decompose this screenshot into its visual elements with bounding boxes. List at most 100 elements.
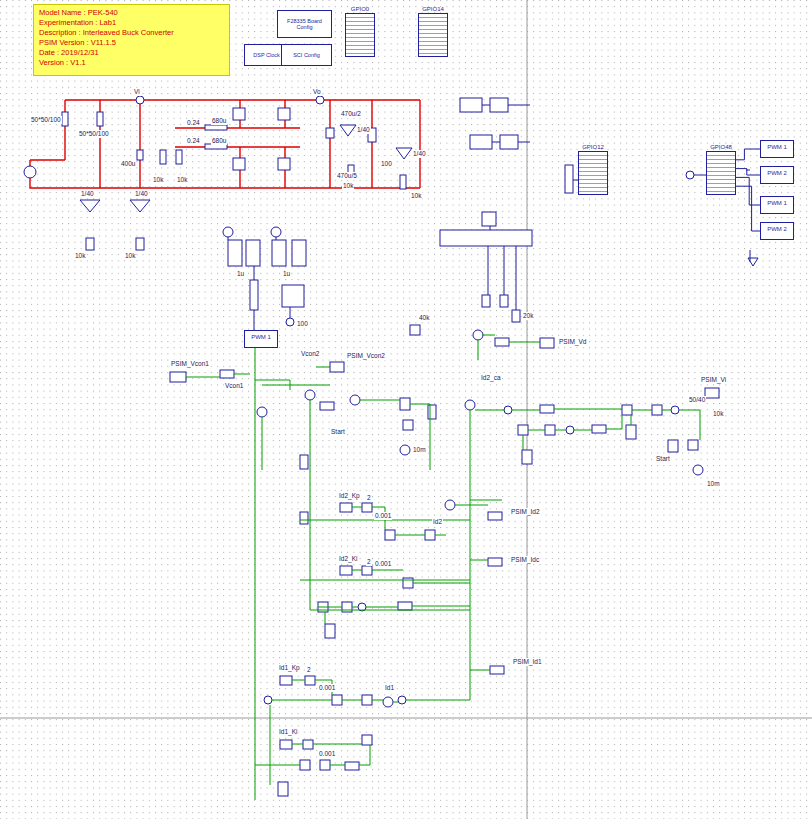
part-label: 10k: [176, 176, 188, 184]
pwm-block: PWM 2: [760, 166, 794, 184]
summer-symbol: [350, 395, 360, 405]
part-label: 0.24: [186, 119, 201, 127]
gate-driver: [272, 240, 286, 266]
resistor-symbol: [86, 238, 94, 250]
part-label: 0.001: [318, 750, 336, 758]
gate-driver: [292, 240, 306, 266]
config-block: SCI Config: [281, 44, 332, 66]
dsp-chip: [440, 230, 532, 246]
dc-source: [340, 503, 352, 512]
capacitor-symbol: [326, 128, 334, 138]
output-block: [330, 362, 344, 372]
gain-block: [398, 602, 412, 610]
resistor-symbol: [62, 112, 68, 126]
gain-block: [592, 425, 606, 433]
integrator-block: [518, 425, 528, 435]
part-label: 470u/2: [340, 110, 362, 118]
output-block: [540, 338, 554, 348]
part-label: 1/40: [80, 190, 95, 198]
node-text: Description : Interleaved Buck Converter: [39, 28, 224, 38]
part-label: Vi: [133, 88, 141, 96]
chip-body: [418, 13, 448, 57]
voltage-probe: [316, 96, 324, 104]
pwm-block: PWM 1: [760, 140, 794, 158]
capacitor-symbol: [137, 150, 143, 160]
part-label: 10k: [152, 176, 164, 184]
part-label: 0.001: [318, 684, 336, 692]
resistor-symbol: [160, 150, 166, 164]
part-label: 20k: [522, 312, 534, 320]
part-label: 2: [366, 494, 372, 502]
gain-block: [320, 402, 334, 410]
sensor-gain: [80, 200, 100, 212]
chip-title: GPIO48: [706, 143, 736, 151]
part-label: PSIM_Vi: [700, 376, 727, 384]
gate-driver: [228, 240, 242, 266]
multiplier-block: [332, 695, 342, 705]
title-block: Model Name : PEK-540Experimentation : La…: [33, 4, 230, 76]
connector-wire: [736, 149, 760, 160]
part-label: Vcon2: [300, 350, 320, 358]
connector-wire: [736, 186, 760, 231]
multiplier-block: [362, 735, 372, 745]
probe-symbol: [286, 318, 294, 326]
dc-source: [668, 440, 678, 452]
integrator-block: [320, 760, 330, 770]
integrator-block: [300, 760, 310, 770]
dc-source: [280, 676, 292, 685]
part-label: 1/40: [134, 190, 149, 198]
summer-symbol: [671, 406, 679, 414]
probe-symbol: [223, 227, 233, 237]
multiplier-block: [385, 530, 395, 540]
multiplier-block: [425, 530, 435, 540]
logic-block: [470, 135, 492, 149]
gain-block: [495, 338, 509, 346]
pwm-block: PWM 1: [244, 330, 278, 348]
pwm-block: PWM 2: [760, 222, 794, 240]
resistor-symbol: [176, 150, 182, 164]
part-label: PSIM_Vcon1: [170, 360, 210, 368]
summer-symbol: [566, 426, 574, 434]
resistor-symbol: [136, 238, 144, 250]
node-text: PWM 1: [763, 144, 791, 151]
connector-wire: [736, 169, 760, 175]
limiter-block: [300, 455, 308, 469]
multiplier-block: [688, 440, 698, 450]
chip-body: [706, 151, 736, 195]
part-label: Vcon1: [224, 382, 244, 390]
chip-title: GPIO14: [418, 5, 448, 13]
logic-block: [460, 98, 482, 112]
gain-block: [488, 558, 502, 566]
part-label: 10k: [712, 410, 724, 418]
node-text: Date : 2019/12/31: [39, 48, 224, 58]
dc-source: [280, 740, 292, 749]
power-wire: [30, 100, 420, 188]
voltage-source: [24, 166, 36, 178]
limiter-block: [325, 624, 335, 638]
summer-symbol: [264, 696, 272, 704]
resistor-symbol: [428, 405, 436, 419]
current-probe: [465, 400, 475, 410]
gpio-chip: GPIO0: [345, 5, 375, 57]
part-label: 0.001: [374, 512, 392, 520]
output-block: [705, 388, 719, 398]
dc-source: [410, 325, 420, 335]
gain-block: [490, 666, 504, 674]
part-label: Start: [655, 455, 671, 463]
summer-symbol: [305, 390, 315, 400]
connector-wire: [736, 177, 760, 205]
part-label: 10m: [706, 480, 721, 488]
gate-driver: [246, 240, 260, 266]
limiter-block: [300, 512, 308, 524]
gpio-chip: GPIO12: [578, 143, 608, 195]
multiplier-block: [403, 420, 413, 430]
part-label: Id2_Ki: [338, 555, 358, 563]
part-label: PSIM_Vd: [558, 338, 587, 346]
limiter-block: [400, 398, 410, 410]
part-label: 10k: [74, 252, 86, 260]
gpio-chip: GPIO48: [706, 143, 736, 195]
gain-block: [488, 512, 502, 520]
switch-symbol: [233, 108, 245, 120]
